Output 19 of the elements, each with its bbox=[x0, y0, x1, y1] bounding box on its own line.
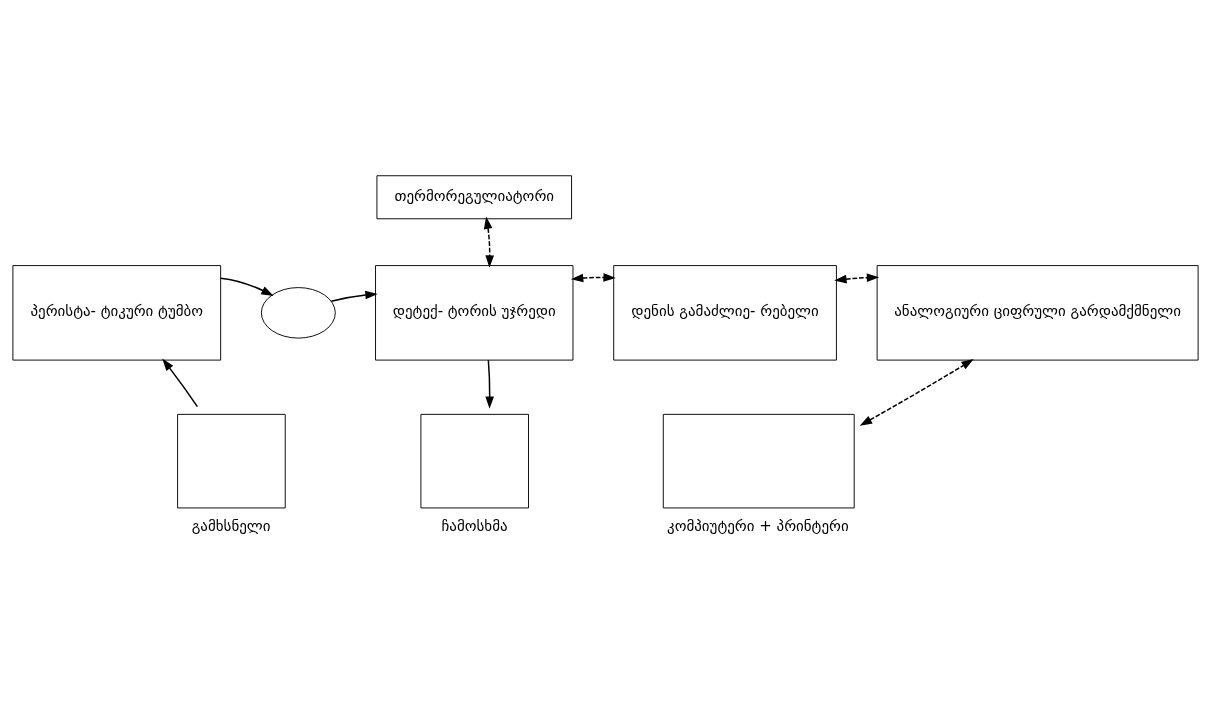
arrow bbox=[570, 272, 616, 282]
node-box bbox=[177, 413, 286, 508]
node-box: პერისტა- ტიკური ტუმბო bbox=[12, 264, 222, 361]
node-box bbox=[420, 413, 529, 508]
node-box: თერმორეგულიატორი bbox=[376, 174, 573, 219]
node-box: ანალოგიური ციფრული გარდამქმნელი bbox=[876, 264, 1199, 361]
arrow bbox=[485, 359, 495, 409]
arrow bbox=[859, 358, 974, 426]
arrow bbox=[162, 358, 199, 407]
arrow bbox=[330, 290, 378, 302]
node-label: გამხსნელი bbox=[191, 516, 271, 535]
node-label: კომპიუტერი + პრინტერი bbox=[667, 516, 849, 535]
node-box: დეტექ- ტორის უჯრედი bbox=[375, 264, 574, 361]
node-label: ჩამოსხმა bbox=[441, 516, 508, 535]
arrow bbox=[834, 272, 880, 283]
arrow bbox=[219, 276, 274, 296]
arrow bbox=[483, 216, 495, 268]
node-box bbox=[662, 413, 855, 508]
node-box: დენის გამაძლიე- რებელი bbox=[613, 264, 837, 361]
